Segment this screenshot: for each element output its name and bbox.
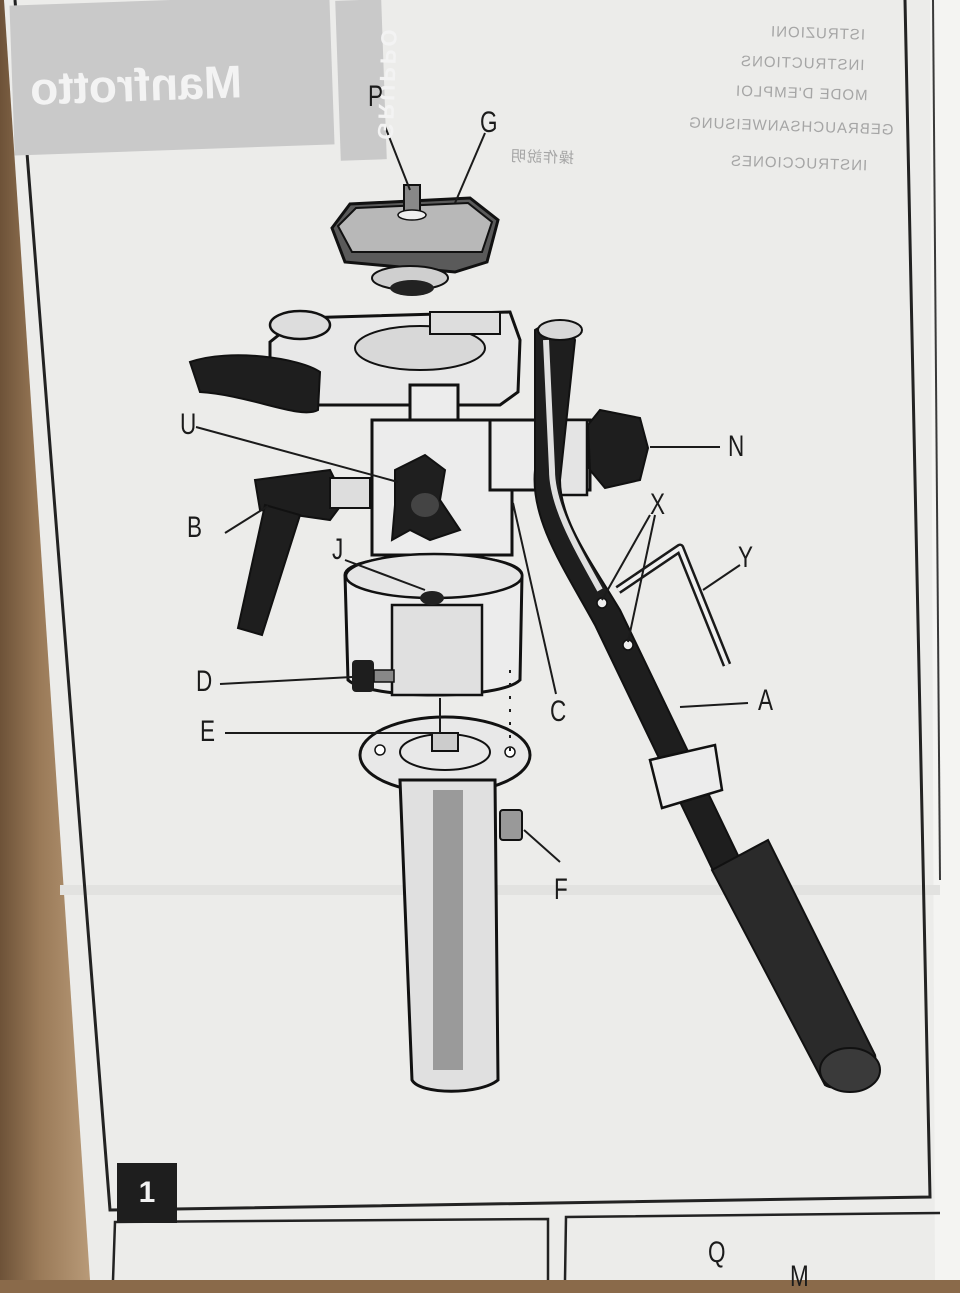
label-c: C — [550, 695, 567, 728]
right-page-border — [932, 0, 941, 881]
pan-handle — [533, 319, 881, 1093]
figure-number-badge: 1 — [117, 1163, 177, 1223]
allen-key-highlight — [616, 546, 729, 666]
bottom-box-right — [563, 1211, 941, 1280]
label-y: Y — [738, 541, 754, 574]
label-q: Q — [708, 1236, 726, 1269]
label-m: M — [790, 1260, 809, 1293]
side-lever — [236, 468, 371, 637]
right-page-edge — [930, 0, 960, 1280]
quick-release-plate — [330, 184, 500, 296]
paper-fold — [60, 885, 940, 895]
head-platform — [188, 309, 522, 414]
label-p: P — [368, 80, 384, 113]
label-u: U — [180, 408, 197, 441]
label-d: D — [196, 665, 213, 698]
bleed-cjk: 操作說明 — [509, 147, 575, 168]
lock-knob — [586, 408, 650, 490]
label-a: A — [758, 684, 774, 717]
label-x: X — [650, 488, 666, 521]
label-n: N — [728, 430, 745, 463]
bleed-line-1: ISTRUZIONI — [769, 23, 866, 44]
brand-logo-bleed: Manfrotto — [29, 55, 243, 115]
label-j: J — [332, 533, 344, 566]
base-plate — [358, 715, 532, 1093]
label-b: B — [187, 511, 203, 544]
label-g: G — [480, 106, 498, 139]
bottom-box-left — [111, 1217, 550, 1280]
diagram-frame — [13, 0, 932, 1212]
label-e: E — [200, 715, 216, 748]
label-f: F — [554, 873, 568, 906]
